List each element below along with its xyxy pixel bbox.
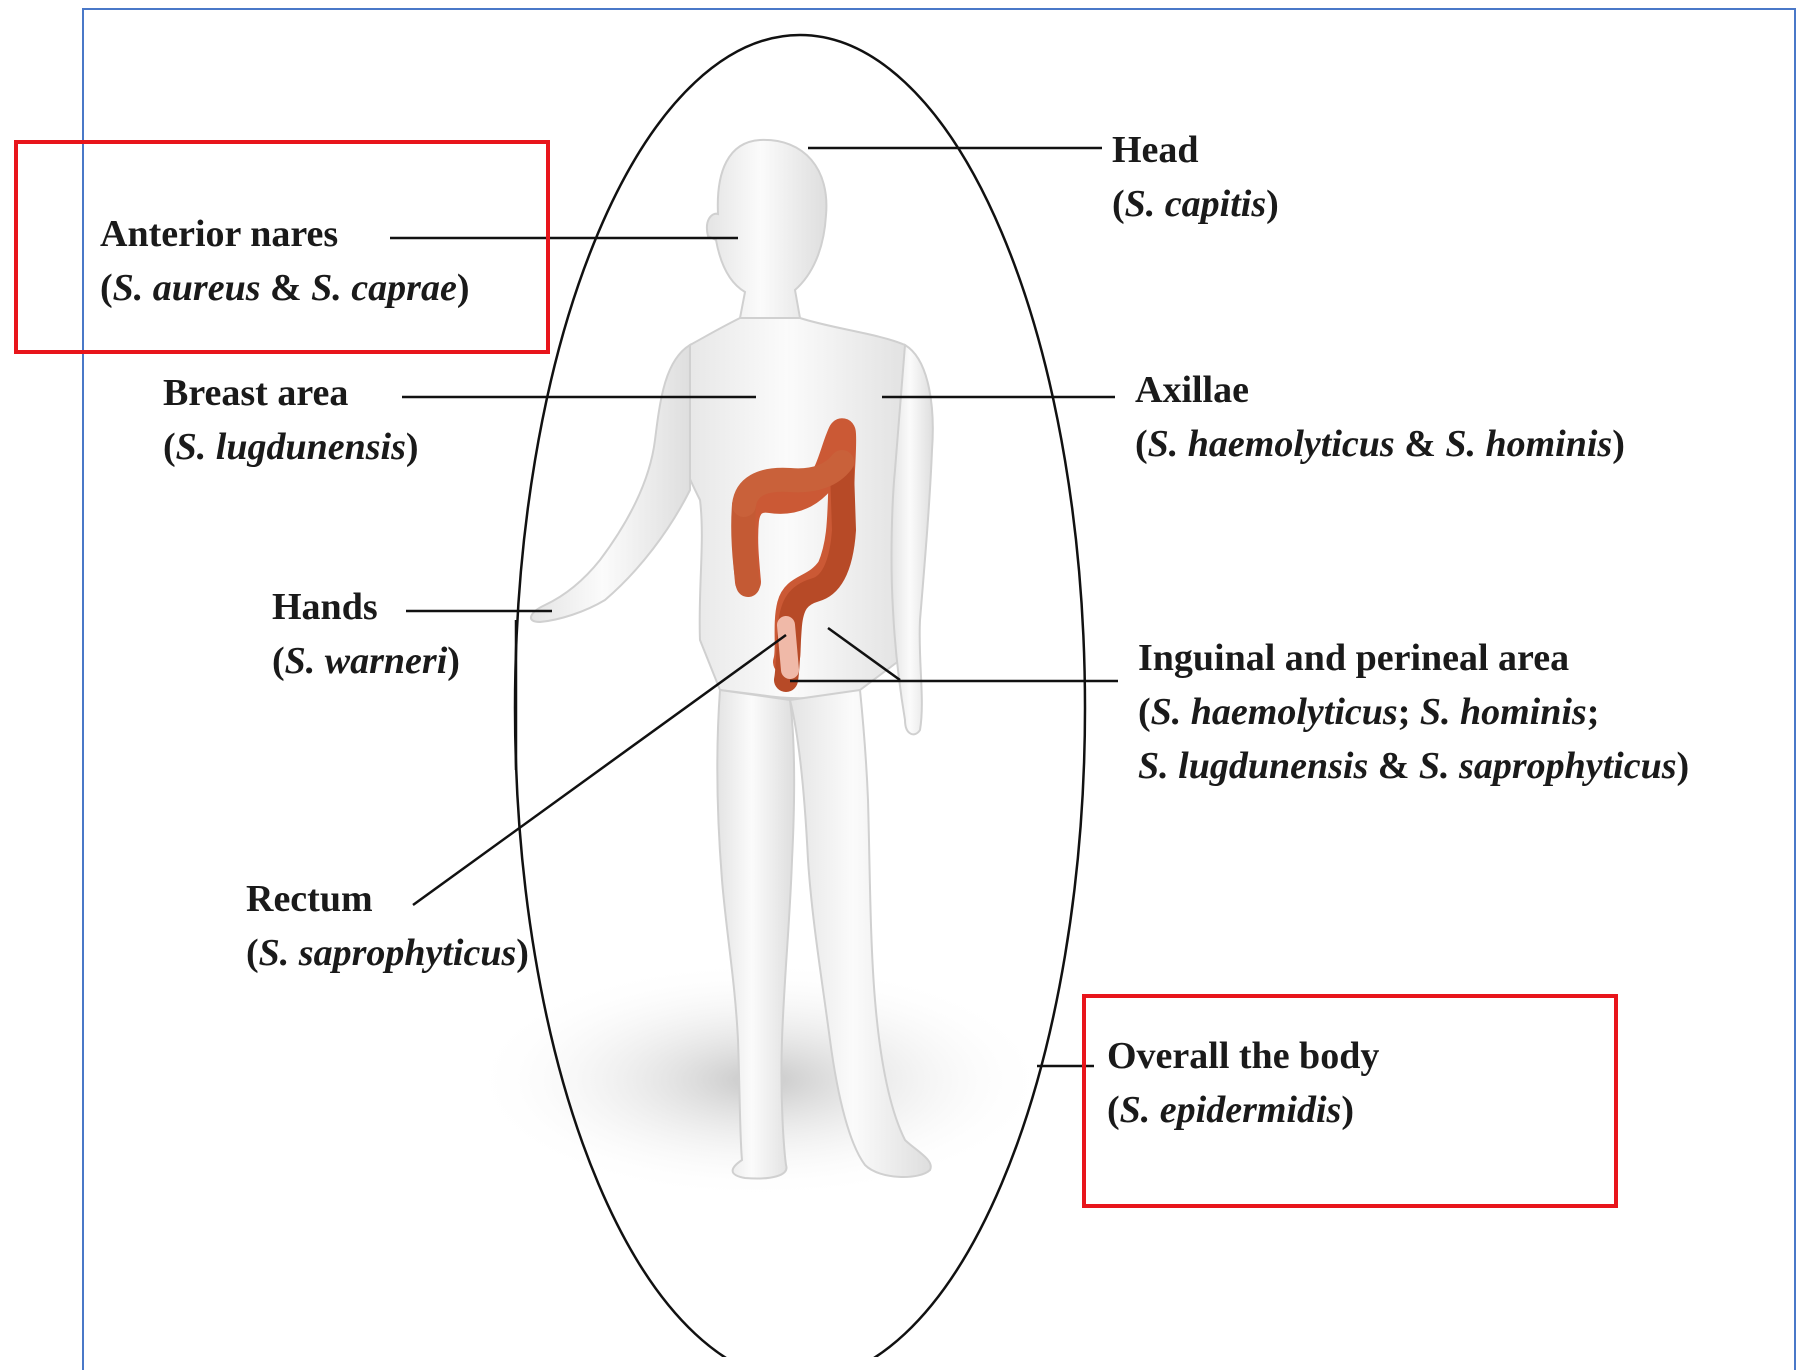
label-hands: Hands (S. warneri) [272,581,460,689]
label-species: (S. lugdunensis) [163,421,419,475]
label-species: (S. warneri) [272,635,460,689]
label-title: Breast area [163,367,419,421]
label-inguinal-perineal: Inguinal and perineal area (S. haemolyti… [1138,632,1689,794]
label-overall-body: Overall the body (S. epidermidis) [1107,1030,1379,1138]
label-title: Rectum [246,873,529,927]
label-anterior-nares: Anterior nares (S. aureus & S. caprae) [100,208,469,316]
label-title: Inguinal and perineal area [1138,632,1689,686]
label-title: Hands [272,581,460,635]
label-title: Overall the body [1107,1030,1379,1084]
label-species: (S. aureus & S. caprae) [100,262,469,316]
label-title: Anterior nares [100,208,469,262]
label-species-line2: S. lugdunensis & S. saprophyticus) [1138,740,1689,794]
label-rectum: Rectum (S. saprophyticus) [246,873,529,981]
label-species: (S. capitis) [1112,178,1279,232]
label-head: Head (S. capitis) [1112,124,1279,232]
figure-head [707,140,826,318]
label-breast-area: Breast area (S. lugdunensis) [163,367,419,475]
label-title: Head [1112,124,1279,178]
label-species: (S. haemolyticus & S. hominis) [1135,418,1625,472]
label-species-line1: (S. haemolyticus; S. hominis; [1138,686,1689,740]
label-title: Axillae [1135,364,1625,418]
label-species: (S. epidermidis) [1107,1084,1379,1138]
label-species: (S. saprophyticus) [246,927,529,981]
label-axillae: Axillae (S. haemolyticus & S. hominis) [1135,364,1625,472]
figure-arm-left [531,345,690,622]
